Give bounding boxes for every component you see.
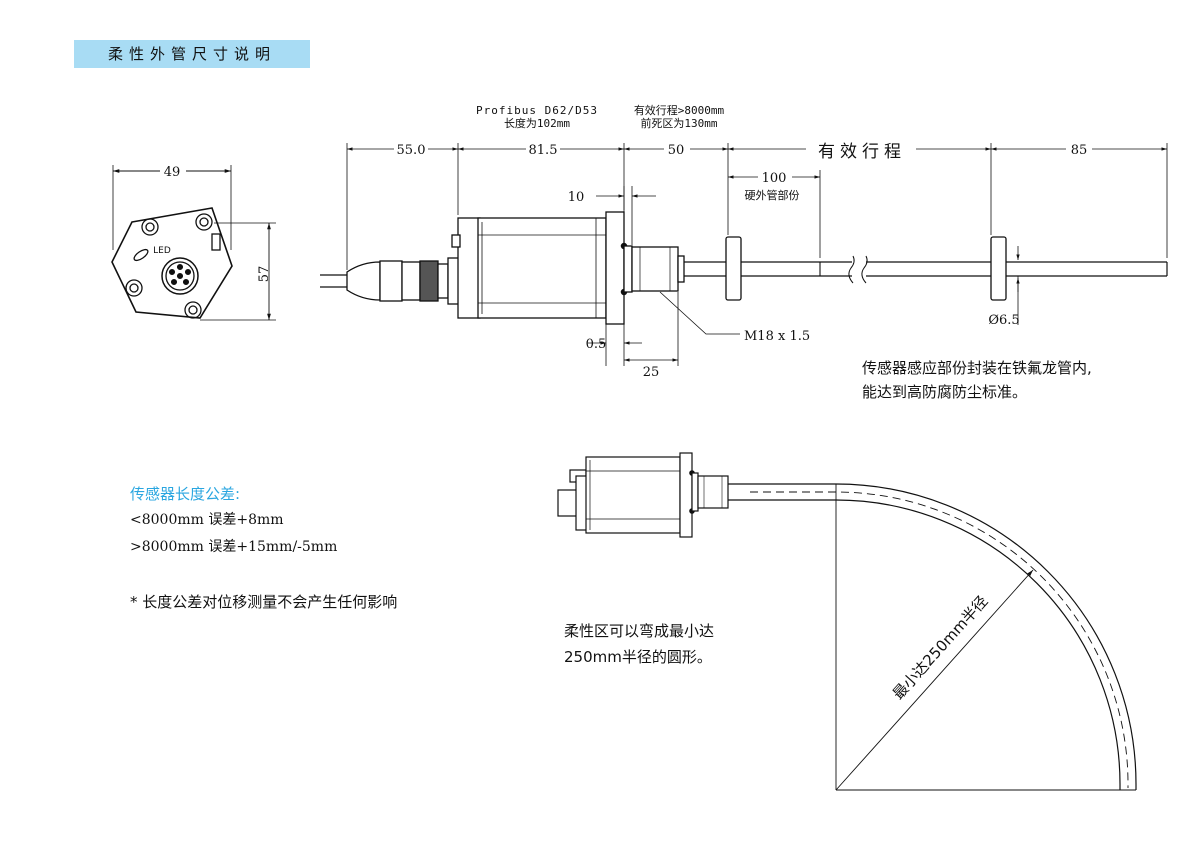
tolerance-row-2: >8000mm 误差+15mm/-5mm <box>130 539 338 555</box>
dim-front-height: 57 <box>257 266 272 283</box>
dim-0-5: 0.5 <box>586 337 607 352</box>
radius-label: 最小达250mm半径 <box>889 592 991 703</box>
remark: * 长度公差对位移测量不会产生任何影响 <box>130 593 398 611</box>
dim-100: 100 <box>762 171 787 186</box>
bend-note-line2: 250mm半径的圆形。 <box>564 648 712 666</box>
diameter-label: Ø6.5 <box>988 313 1019 328</box>
dim-front-width: 49 <box>164 165 181 180</box>
profibus-line2: 长度为102mm <box>504 116 570 130</box>
dim-55: 55.0 <box>397 143 426 158</box>
tolerance-title: 传感器长度公差: <box>130 485 241 503</box>
thread-label: M18 x 1.5 <box>744 329 810 344</box>
dim-50: 50 <box>668 143 685 158</box>
radius-indicator <box>835 484 1136 791</box>
stroke-label: 有效行程 <box>818 142 906 162</box>
dim-25: 25 <box>643 365 660 380</box>
dim-85: 85 <box>1071 143 1088 158</box>
front-view <box>111 165 276 321</box>
sealing-note-line2: 能达到高防腐防尘标准。 <box>862 383 1028 401</box>
led-label: LED <box>153 246 171 256</box>
stroke-note-line1: 有效行程>8000mm <box>634 103 725 117</box>
tolerance-block: 传感器长度公差: <8000mm 误差+8mm >8000mm 误差+15mm/… <box>130 482 337 559</box>
sealing-note-line1: 传感器感应部份封装在铁氟龙管内, <box>862 359 1092 377</box>
header-bar: 柔性外管尺寸说明 <box>74 40 310 68</box>
sealing-note: 传感器感应部份封装在铁氟龙管内, 能达到高防腐防尘标准。 <box>862 356 1092 404</box>
page-title: 柔性外管尺寸说明 <box>107 45 276 63</box>
dim-81-5: 81.5 <box>529 143 558 158</box>
dim-10: 10 <box>568 190 585 205</box>
bend-note: 柔性区可以弯成最小达 250mm半径的圆形。 <box>564 618 714 670</box>
bend-note-line1: 柔性区可以弯成最小达 <box>564 622 715 640</box>
top-dimensions <box>346 143 1168 366</box>
bend-view <box>557 452 1137 790</box>
stroke-note-line2: 前死区为130mm <box>640 116 717 130</box>
side-view <box>320 211 1168 325</box>
hard-tube-label: 硬外管部份 <box>745 188 800 202</box>
profibus-line1: Profibus D62/D53 <box>476 104 598 117</box>
tolerance-row-1: <8000mm 误差+8mm <box>130 512 284 528</box>
